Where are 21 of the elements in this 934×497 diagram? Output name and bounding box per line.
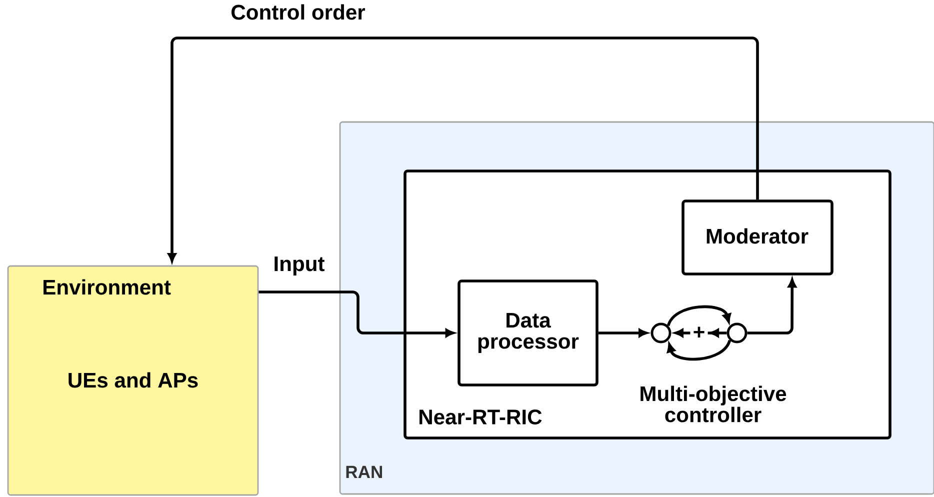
edge-label: Input	[270, 254, 328, 278]
process-box	[458, 280, 598, 386]
heading: Environment	[44, 279, 171, 295]
edge-label: Control order	[228, 2, 368, 22]
node-label: Data processor	[478, 313, 579, 353]
edge-label: +	[690, 324, 708, 342]
circle-node	[726, 322, 748, 344]
arrow	[168, 36, 759, 262]
process-box	[682, 200, 834, 276]
node-label: Multi-objective controller	[640, 386, 786, 422]
circle-node	[650, 322, 672, 344]
arrow	[598, 328, 648, 338]
node-label: Moderator	[706, 228, 808, 244]
arrow	[667, 340, 732, 361]
heading: Near-RT-RIC	[420, 410, 542, 424]
node-label: UEs and APs	[68, 372, 198, 388]
arrow	[674, 328, 727, 338]
environment-box	[7, 265, 259, 496]
arrow	[666, 305, 731, 326]
arrow	[258, 290, 454, 338]
heading: RAN	[346, 466, 382, 478]
